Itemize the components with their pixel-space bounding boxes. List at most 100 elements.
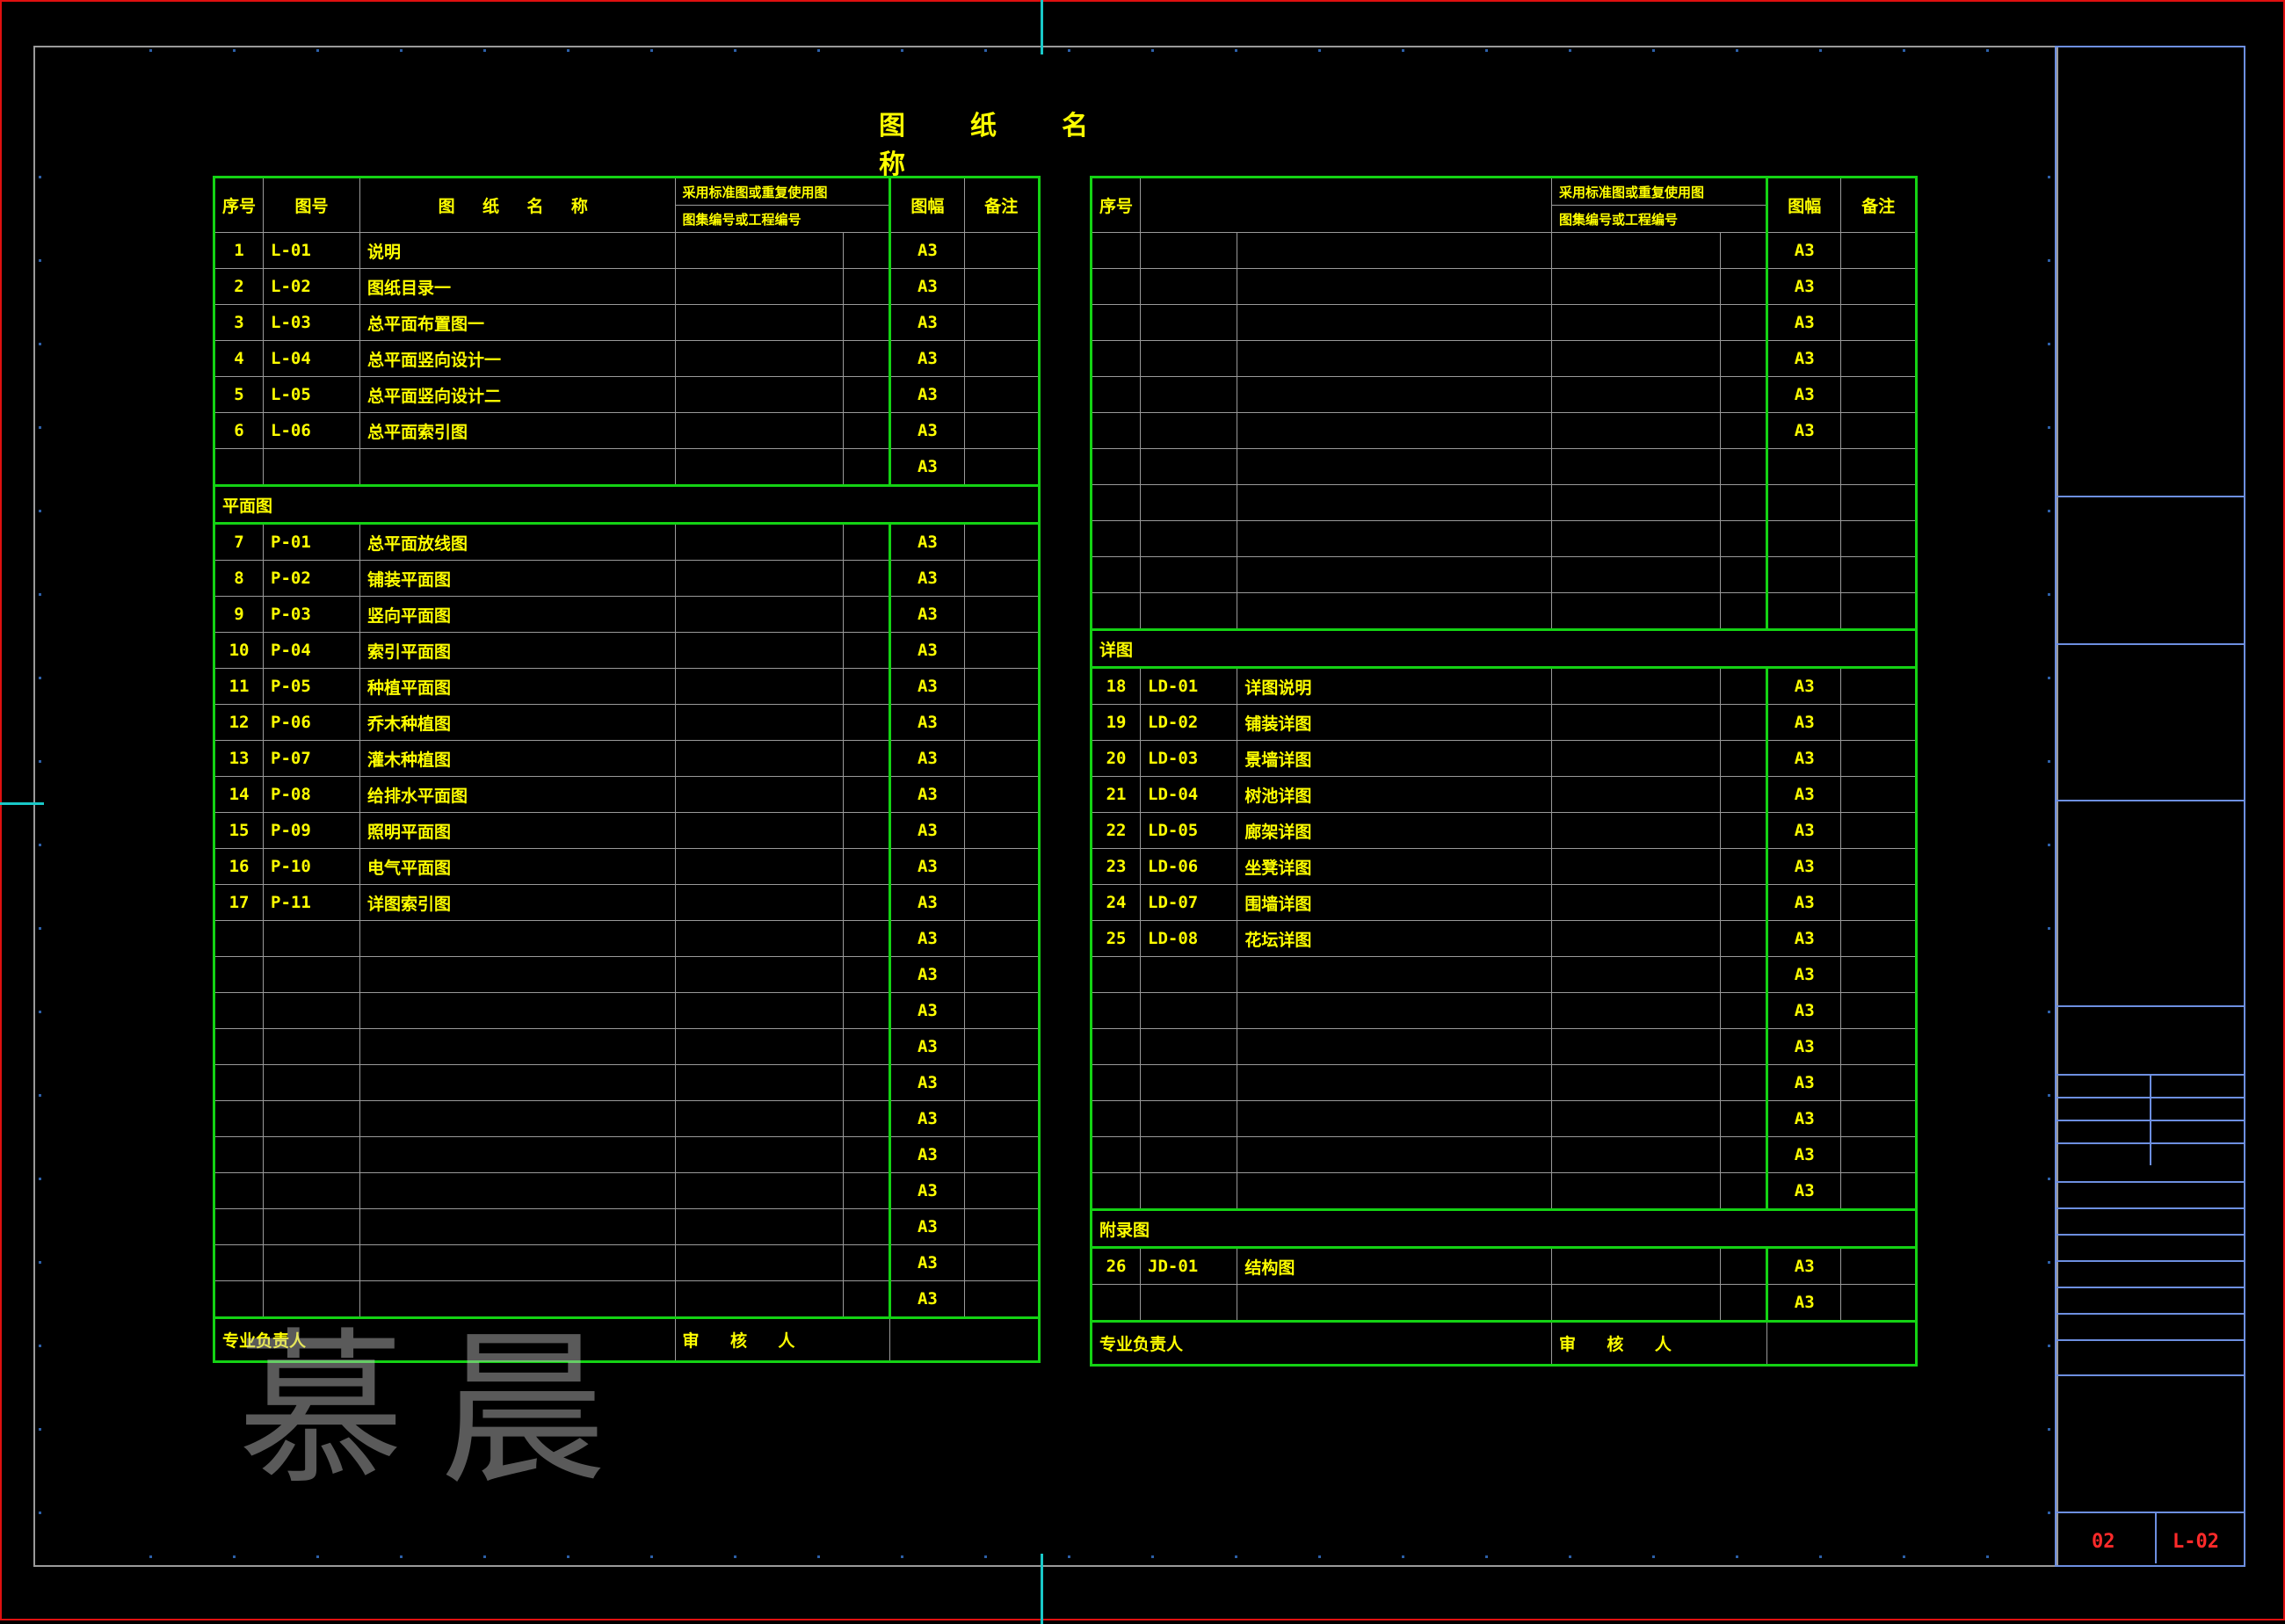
cell-atlas [1720, 1028, 1767, 1065]
cell-size: A3 [1765, 812, 1842, 849]
header-note: 备注 [963, 177, 1041, 233]
cell-drawing-no [1140, 448, 1238, 485]
cell-standard [1550, 704, 1722, 741]
tb-row-5 [2056, 1181, 2244, 1207]
frame-tick [650, 1555, 653, 1558]
cell-atlas [1720, 704, 1767, 741]
cell-standard [674, 1280, 845, 1318]
cell-atlas [1720, 992, 1767, 1029]
cell-drawing-no [263, 1136, 360, 1173]
cell-size: A3 [1765, 740, 1842, 777]
section-plans: 平面图 [214, 484, 1040, 525]
table-row: A3 [1090, 268, 1917, 305]
table-row: A3 [1090, 340, 1917, 377]
cell-atlas [1720, 812, 1767, 849]
frame-tick [39, 1512, 41, 1514]
frame-tick [2048, 176, 2050, 178]
tb-split-a [2150, 1074, 2151, 1165]
tb-panel-4 [2056, 800, 2244, 1005]
cell-no [213, 920, 265, 957]
cell-drawing-no: P-09 [263, 812, 360, 849]
cell-name [1237, 412, 1552, 449]
cell-name [1237, 376, 1552, 413]
cell-atlas [1720, 1284, 1767, 1322]
frame-tick [39, 176, 41, 178]
cell-name [1237, 232, 1552, 269]
cell-drawing-no [263, 1100, 360, 1137]
cell-name: 总平面竖向设计一 [359, 340, 676, 377]
frame-tick [1235, 1555, 1237, 1558]
frame-tick [1318, 1555, 1321, 1558]
cell-standard [1550, 667, 1722, 705]
cell-no [1090, 592, 1142, 630]
section-appendix: 附录图 [1091, 1208, 1917, 1249]
cell-no: 1 [213, 232, 265, 269]
cell-name [359, 920, 676, 957]
cell-name [359, 448, 676, 486]
cell-standard [674, 632, 845, 669]
cell-name: 总平面放线图 [359, 523, 676, 561]
cell-note [963, 596, 1041, 633]
cell-standard [674, 920, 845, 957]
frame-tick [149, 49, 152, 52]
table-row: A3 [213, 956, 1041, 993]
cell-note [963, 956, 1041, 993]
cell-name: 花坛详图 [1237, 920, 1552, 957]
cell-note [1840, 956, 1917, 993]
cell-atlas [843, 1100, 891, 1137]
cell-atlas [1720, 592, 1767, 630]
cell-drawing-no [1140, 556, 1238, 593]
cell-atlas [843, 340, 891, 377]
cell-standard [674, 1064, 845, 1101]
cell-no [213, 956, 265, 993]
cell-no: 25 [1090, 920, 1142, 957]
cell-name [359, 992, 676, 1029]
cell-name [1237, 1136, 1552, 1173]
cell-note [963, 1208, 1041, 1245]
footer-blank [1766, 1320, 1918, 1366]
tb-notes [2056, 1374, 2244, 1512]
frame-tick [149, 1555, 152, 1558]
cell-atlas [843, 1064, 891, 1101]
cell-standard [1550, 340, 1722, 377]
frame-tick [1485, 1555, 1488, 1558]
cell-drawing-no [1140, 268, 1238, 305]
cell-size: A3 [889, 1028, 965, 1065]
table-row [1090, 520, 1917, 557]
cell-atlas [1720, 268, 1767, 305]
cell-drawing-no: P-04 [263, 632, 360, 669]
tb-row-11 [2056, 1339, 2244, 1366]
cell-standard [674, 376, 845, 413]
frame-tick [39, 1178, 41, 1180]
cell-name: 照明平面图 [359, 812, 676, 849]
table-row: A3 [213, 1280, 1041, 1318]
cell-size [1765, 520, 1842, 557]
cell-atlas [1720, 1136, 1767, 1173]
cell-note [963, 412, 1041, 449]
frame-tick [400, 49, 403, 52]
frame-tick [400, 1555, 403, 1558]
table-row: A3 [213, 1172, 1041, 1209]
cell-drawing-no [263, 1244, 360, 1281]
frame-tick [1485, 49, 1488, 52]
frame-tick [1903, 1555, 1905, 1558]
frame-tick [1986, 49, 1989, 52]
cell-note [963, 1172, 1041, 1209]
drawing-list-title: 图 纸 名 称 [879, 104, 1142, 180]
cell-standard [1550, 376, 1722, 413]
table-row [1090, 592, 1917, 630]
frame-tick [39, 927, 41, 930]
cell-note [963, 1244, 1041, 1281]
header-no: 序号 [1090, 177, 1142, 233]
cell-standard [674, 956, 845, 993]
cell-atlas [843, 1244, 891, 1281]
cell-size: A3 [1765, 340, 1842, 377]
cell-drawing-no [263, 448, 360, 486]
footer-reviewer: 审 核 人 [1550, 1320, 1767, 1366]
cell-standard [674, 812, 845, 849]
cell-standard [674, 232, 845, 269]
